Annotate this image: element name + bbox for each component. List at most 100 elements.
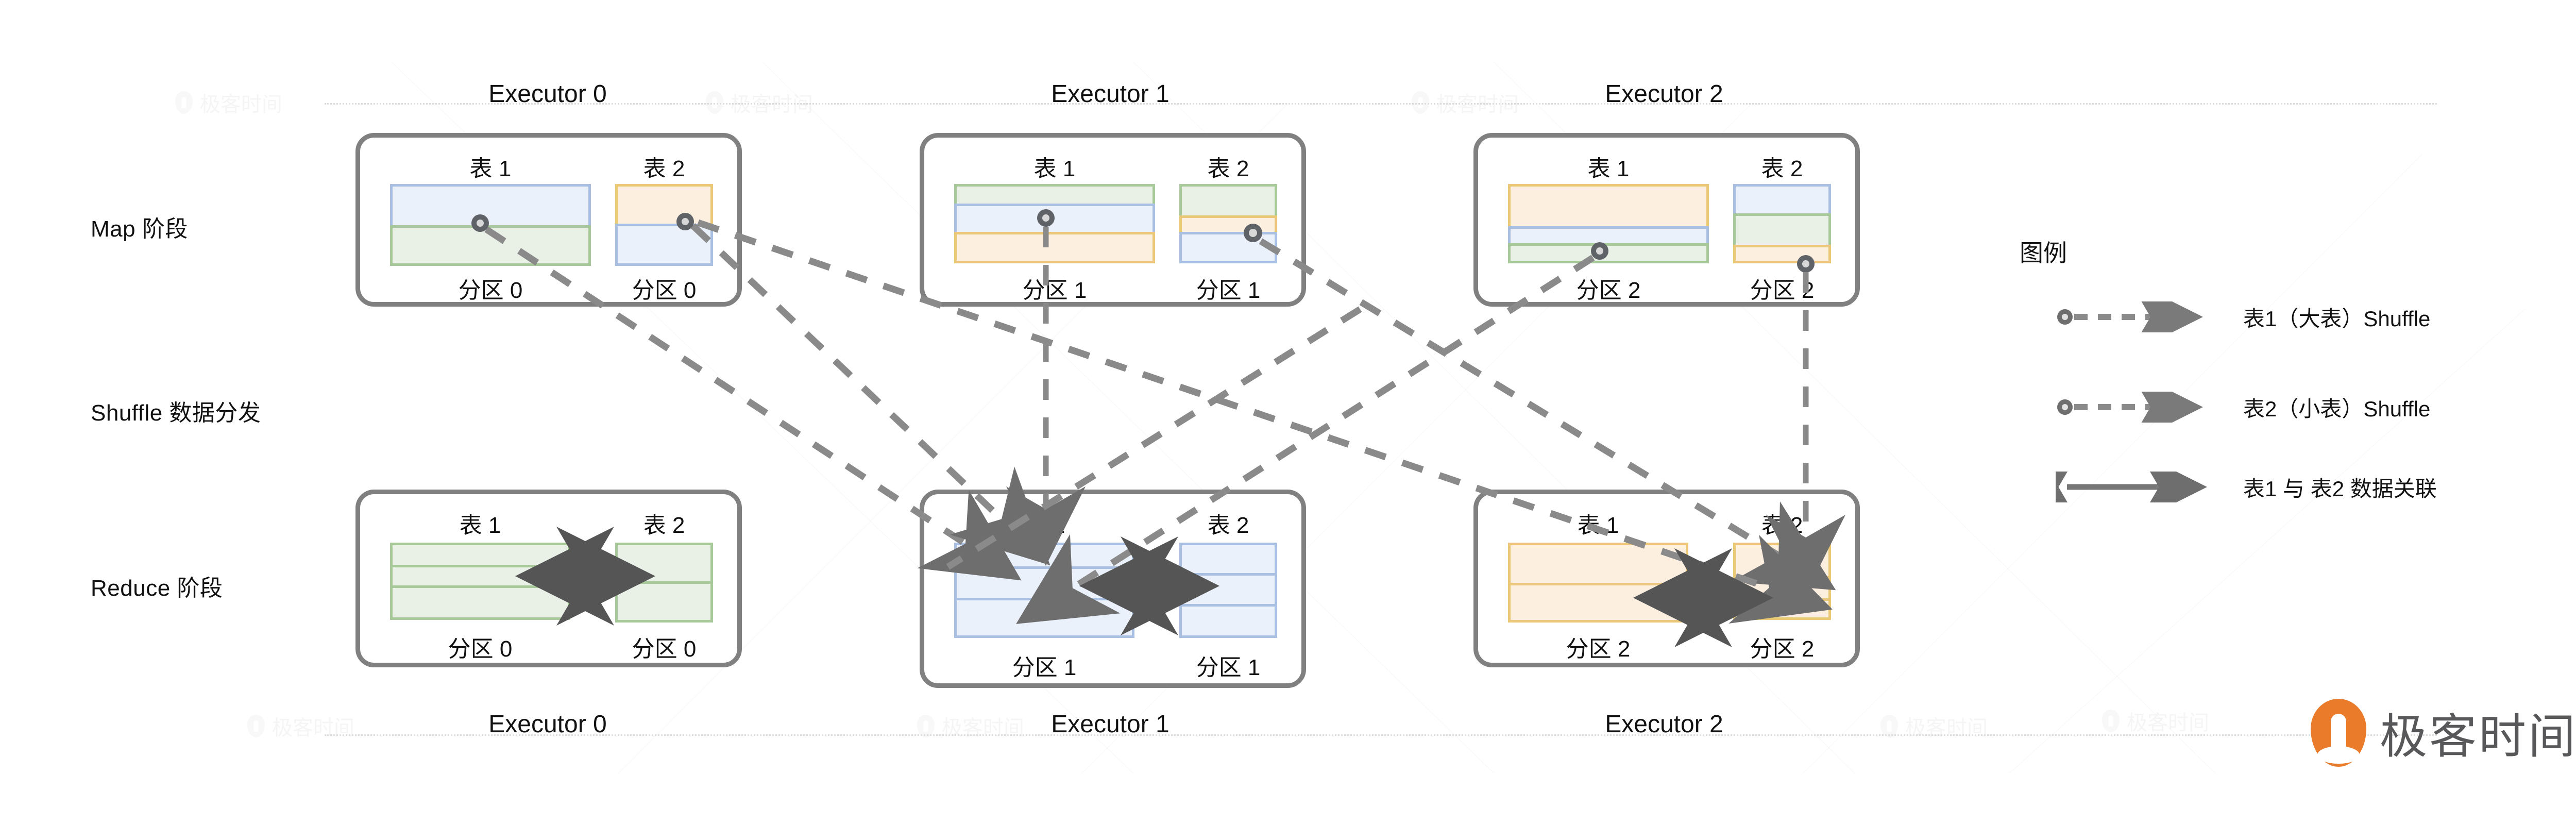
stripe-blue <box>390 184 591 228</box>
stripe-blue <box>954 203 1155 235</box>
watermark-text: 极客时间 <box>1905 717 1988 739</box>
stripe-orange <box>1508 184 1709 229</box>
watermark-text: 极客时间 <box>1436 93 1519 116</box>
stripe-green <box>390 543 570 567</box>
reduce-table-0-0: 表 1 分区 0 <box>390 507 570 662</box>
stripe-blue <box>1179 603 1277 638</box>
stripe-blue <box>954 566 1134 600</box>
map-executor-caption-0: Executor 0 <box>488 80 607 108</box>
table-partition: 分区 1 <box>1196 278 1261 303</box>
reduce-table-0-1: 表 2 分区 0 <box>615 507 713 662</box>
table-title: 表 1 <box>1023 513 1065 538</box>
stripe-blue <box>1179 573 1277 607</box>
stripe-blue <box>954 597 1134 638</box>
watermark: 极客时间 <box>706 88 813 117</box>
reduce-table-2-0: 表 1 分区 2 <box>1508 507 1688 662</box>
map-table-1-1: 表 2 分区 1 <box>1179 150 1277 303</box>
stripe-orange <box>1733 576 1831 601</box>
geektime-pin-icon <box>2311 698 2366 767</box>
dot-dashed-arrow-icon <box>2057 301 2203 332</box>
watermark-text: 极客时间 <box>2127 712 2209 734</box>
watermark-text: 极客时间 <box>272 717 354 739</box>
stripe-stack <box>1733 543 1831 625</box>
reduce-executor-box-1[interactable]: 表 1 分区 1 表 2 分区 1 <box>920 490 1306 688</box>
table-partition: 分区 1 <box>1012 655 1077 680</box>
legend-row-0: 表1（大表）Shuffle <box>2056 301 2576 332</box>
table-partition: 分区 1 <box>1022 278 1087 303</box>
stripe-green <box>615 581 713 623</box>
stripe-orange <box>1508 583 1688 623</box>
stripe-green <box>390 565 570 588</box>
reduce-executor-caption-0: Executor 0 <box>488 711 607 738</box>
watermark-pin-icon <box>1412 91 1429 114</box>
map-executor-box-1[interactable]: 表 1 分区 1 表 2 分区 1 <box>920 133 1306 307</box>
watermark: 极客时间 <box>1880 711 1988 741</box>
table-partition: 分区 0 <box>448 636 513 662</box>
watermark-pin-icon <box>2102 710 2120 732</box>
phase-label-map: Map 阶段 <box>91 216 188 242</box>
reduce-executor-caption-2: Executor 2 <box>1605 711 1723 738</box>
table-title: 表 2 <box>1761 513 1803 538</box>
stripe-stack <box>1508 543 1688 625</box>
map-table-2-0: 表 1 分区 2 <box>1508 150 1709 303</box>
table-partition: 分区 1 <box>1196 655 1261 680</box>
reduce-table-1-0: 表 1 分区 1 <box>954 507 1134 682</box>
table-title: 表 1 <box>1033 156 1076 181</box>
watermark: 极客时间 <box>247 711 354 741</box>
map-executor-caption-1: Executor 1 <box>1051 80 1170 108</box>
table-title: 表 1 <box>459 513 501 538</box>
stripe-stack <box>615 543 713 625</box>
stripe-stack <box>390 184 591 268</box>
map-executor-box-0[interactable]: 表 1 分区 0 表 2 分区 0 <box>355 133 742 307</box>
brand-logo: 极客时间 <box>2311 698 2576 767</box>
reduce-executor-box-0[interactable]: 表 1 分区 0 表 2 分区 0 <box>355 490 742 667</box>
stripe-stack <box>954 543 1134 643</box>
table-title: 表 2 <box>643 513 685 538</box>
legend-row-2: 表1 与 表2 数据关联 <box>2056 472 2576 502</box>
table-title: 表 1 <box>1587 156 1630 181</box>
table-title: 表 1 <box>469 156 512 181</box>
stripe-orange <box>615 184 713 226</box>
table-partition: 分区 0 <box>632 278 697 303</box>
phase-label-reduce: Reduce 阶段 <box>91 576 223 601</box>
map-table-0-0: 表 1 分区 0 <box>390 150 591 303</box>
dot-dashed-arrow-icon <box>2057 392 2203 423</box>
stripe-green <box>1179 184 1277 218</box>
reduce-executor-box-2[interactable]: 表 1 分区 2 表 2 分区 2 <box>1473 490 1860 667</box>
watermark-pin-icon <box>706 91 723 114</box>
watermark: 极客时间 <box>175 88 282 117</box>
double-arrow-icon <box>2056 472 2207 502</box>
table-title: 表 2 <box>1761 156 1803 181</box>
table-partition: 分区 2 <box>1576 278 1641 303</box>
table-partition: 分区 2 <box>1750 636 1815 662</box>
stripe-blue <box>1179 232 1277 263</box>
table-title: 表 1 <box>1577 513 1619 538</box>
watermark-pin-icon <box>175 91 193 114</box>
stripe-green <box>390 225 591 266</box>
map-executor-box-2[interactable]: 表 1 分区 2 表 2 分区 2 <box>1473 133 1860 307</box>
stripe-stack <box>1179 543 1277 643</box>
legend-title: 图例 <box>2020 240 2067 266</box>
watermark: 极客时间 <box>917 711 1024 741</box>
brand-name: 极客时间 <box>2380 711 2576 763</box>
table-title: 表 2 <box>1207 513 1249 538</box>
reduce-table-2-1: 表 2 分区 2 <box>1733 507 1831 662</box>
watermark: 极客时间 <box>2102 706 2209 736</box>
table-partition: 分区 2 <box>1566 636 1631 662</box>
stripe-stack <box>1733 184 1831 268</box>
stripe-stack <box>1179 184 1277 268</box>
table-partition: 分区 2 <box>1750 278 1815 303</box>
legend-label: 表2（小表）Shuffle <box>2243 396 2431 421</box>
stripe-green <box>1508 243 1709 263</box>
stripe-orange <box>1733 543 1831 579</box>
stripe-blue <box>954 543 1134 569</box>
map-executor-caption-2: Executor 2 <box>1605 80 1723 108</box>
watermark-text: 极客时间 <box>731 93 813 116</box>
top-guide-rule <box>325 103 2437 105</box>
watermark-text: 极客时间 <box>942 717 1024 739</box>
map-table-2-1: 表 2 分区 2 <box>1733 150 1831 303</box>
reduce-executor-caption-1: Executor 1 <box>1051 711 1170 738</box>
watermark-text: 极客时间 <box>200 93 282 116</box>
stripe-green <box>615 543 713 584</box>
stripe-orange <box>1733 244 1831 263</box>
